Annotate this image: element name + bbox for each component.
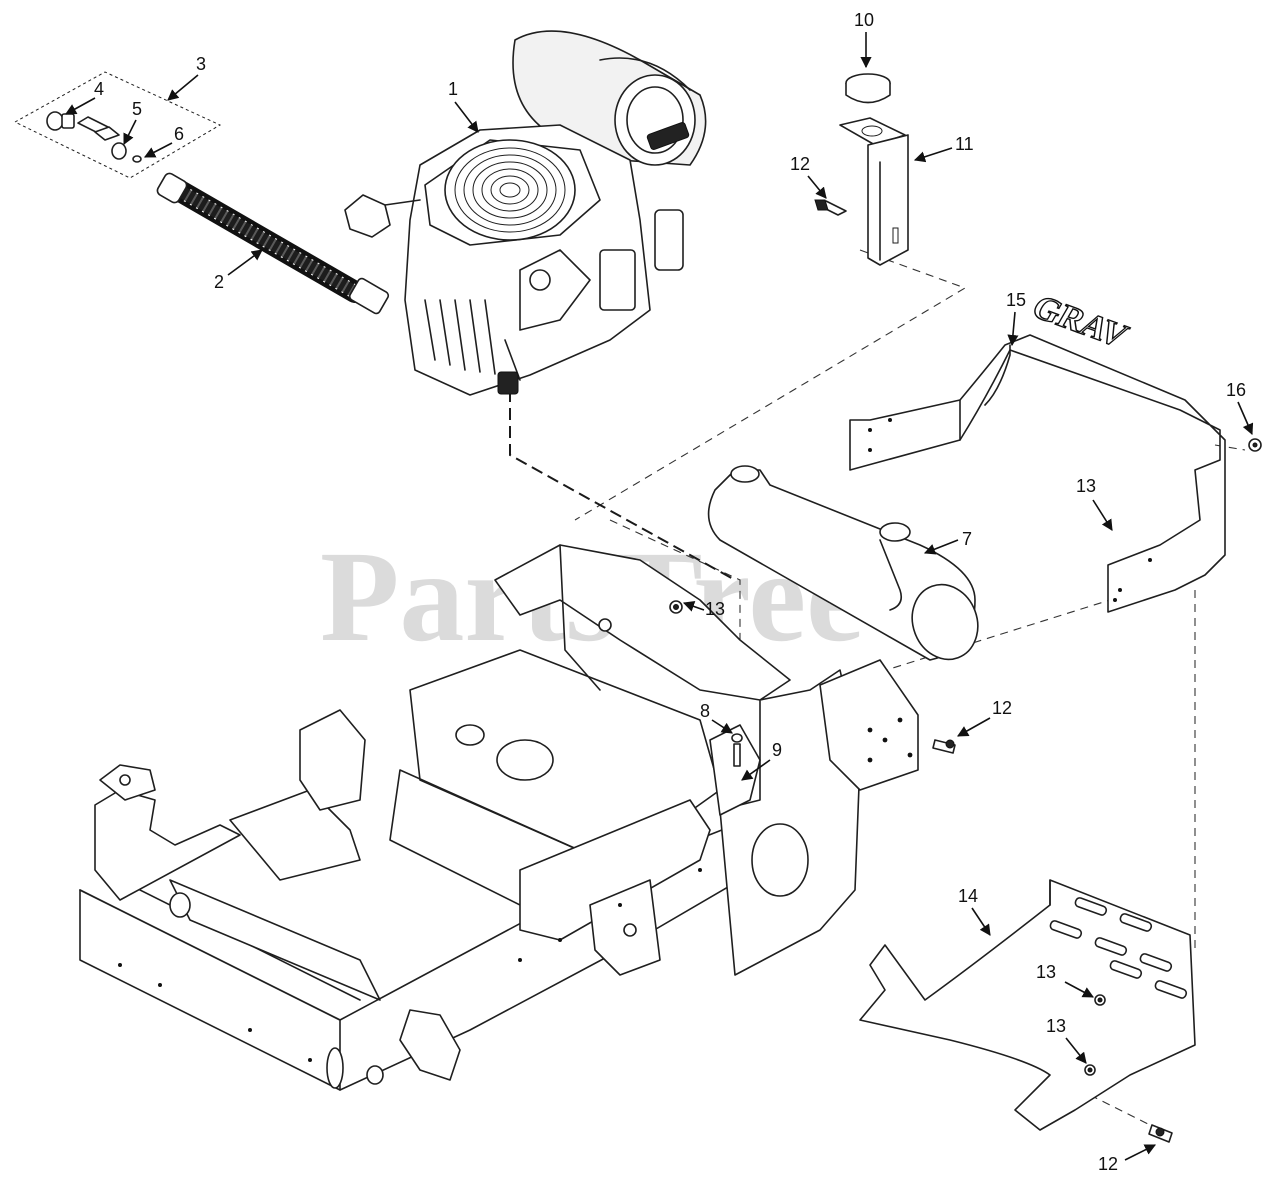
bracket-assembly xyxy=(814,73,909,266)
callout-4: 4 xyxy=(94,79,104,99)
callout-13-bumper: 13 xyxy=(1076,476,1096,496)
engine xyxy=(344,30,707,396)
callouts: 1 2 3 4 5 6 7 8 9 10 11 12 12 xyxy=(65,10,1254,1174)
callout-11: 11 xyxy=(955,134,974,154)
muffler xyxy=(707,465,979,661)
fuel-hose xyxy=(156,172,390,315)
callout-14: 14 xyxy=(958,886,978,906)
callout-13-plate-upper: 13 xyxy=(1036,962,1056,982)
callout-10: 10 xyxy=(854,10,874,30)
callout-13-frame: 13 xyxy=(705,599,725,619)
callout-3: 3 xyxy=(196,54,206,74)
callout-13-plate-lower: 13 xyxy=(1046,1016,1066,1036)
callout-1: 1 xyxy=(448,79,458,99)
callout-7: 7 xyxy=(962,529,972,549)
fitting-kit xyxy=(13,71,222,179)
callout-2: 2 xyxy=(214,272,224,292)
callout-16: 16 xyxy=(1226,380,1246,400)
guard-plate xyxy=(859,879,1196,1143)
callout-12-top: 12 xyxy=(790,154,810,174)
callout-12-right: 12 xyxy=(992,698,1012,718)
callout-12-bottom: 12 xyxy=(1098,1154,1118,1174)
main-frame xyxy=(79,544,956,1091)
callout-5: 5 xyxy=(132,99,142,119)
callout-9: 9 xyxy=(772,740,782,760)
callout-8: 8 xyxy=(700,701,710,721)
callout-15: 15 xyxy=(1006,290,1026,310)
callout-6: 6 xyxy=(174,124,184,144)
